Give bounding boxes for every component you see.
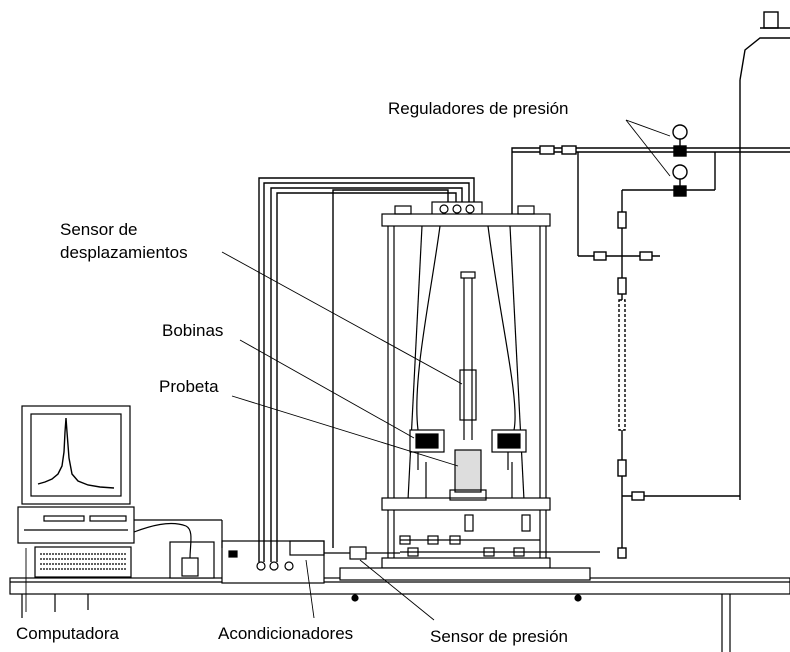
conditioners (134, 519, 325, 584)
signal-cables (258, 177, 475, 562)
leader-lines (25, 119, 671, 621)
label-bobinas: Bobinas (162, 321, 224, 340)
pressure-piping (511, 11, 790, 559)
label-computadora: Computadora (16, 624, 120, 643)
label-sensor-desp-line1: Sensor de (60, 220, 138, 239)
label-sensor-desp-line2: desplazamientos (60, 243, 188, 262)
computer (17, 405, 215, 579)
label-acondicionadores: Acondicionadores (218, 624, 354, 643)
label-probeta: Probeta (159, 377, 219, 396)
label-reguladores: Reguladores de presión (388, 99, 569, 118)
workbench (9, 577, 790, 652)
label-sensor-presion: Sensor de presión (430, 627, 568, 646)
triaxial-cell (324, 201, 600, 581)
